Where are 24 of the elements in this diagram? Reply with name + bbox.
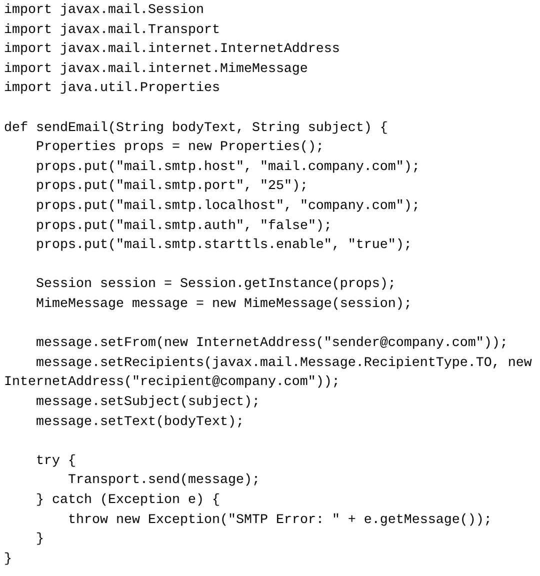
code-line: props.put("mail.smtp.auth", "false"); <box>36 218 333 236</box>
code-line: try { <box>36 452 77 471</box>
code-line: Session session = Session.getInstance(props); <box>36 276 397 294</box>
code-line: import javax.mail.internet.MimeMessage <box>4 60 309 79</box>
code-line: message.setText(bodyText); <box>36 414 245 432</box>
code-line: } catch (Exception e) { <box>36 492 221 510</box>
code-line: Properties props = new Properties(); <box>36 139 325 158</box>
code-line: throw new Exception("SMTP Error: " + e.getMessage()); <box>68 512 493 530</box>
code-line: props.put("mail.smtp.localhost", "company.com"); <box>36 198 421 216</box>
code-line: Transport.send(message); <box>68 472 261 490</box>
code-line: import javax.mail.Session <box>4 2 205 20</box>
code-line: props.put("mail.smtp.port", "25"); <box>36 178 309 196</box>
code-line: MimeMessage message = new MimeMessage(session); <box>36 296 413 314</box>
code-line: } <box>4 550 13 569</box>
code-line: message.setSubject(subject); <box>36 394 261 412</box>
code-line: import java.util.Properties <box>4 80 221 98</box>
code-line: def sendEmail(String bodyText, String subject) { <box>4 120 389 138</box>
code-line: import javax.mail.Transport <box>4 22 221 40</box>
code-line: message.setRecipients(javax.mail.Message.RecipientType.TO, new InternetAddress("recipient@company.com")); <box>4 354 533 392</box>
code-line: props.put("mail.smtp.host", "mail.company.com"); <box>36 158 421 177</box>
code-line: } <box>36 531 45 550</box>
code-line: import javax.mail.internet.InternetAddress <box>4 41 341 60</box>
code-line: props.put("mail.smtp.starttls.enable", "true"); <box>36 237 413 256</box>
code-line: message.setFrom(new InternetAddress("sender@company.com")); <box>36 335 509 354</box>
